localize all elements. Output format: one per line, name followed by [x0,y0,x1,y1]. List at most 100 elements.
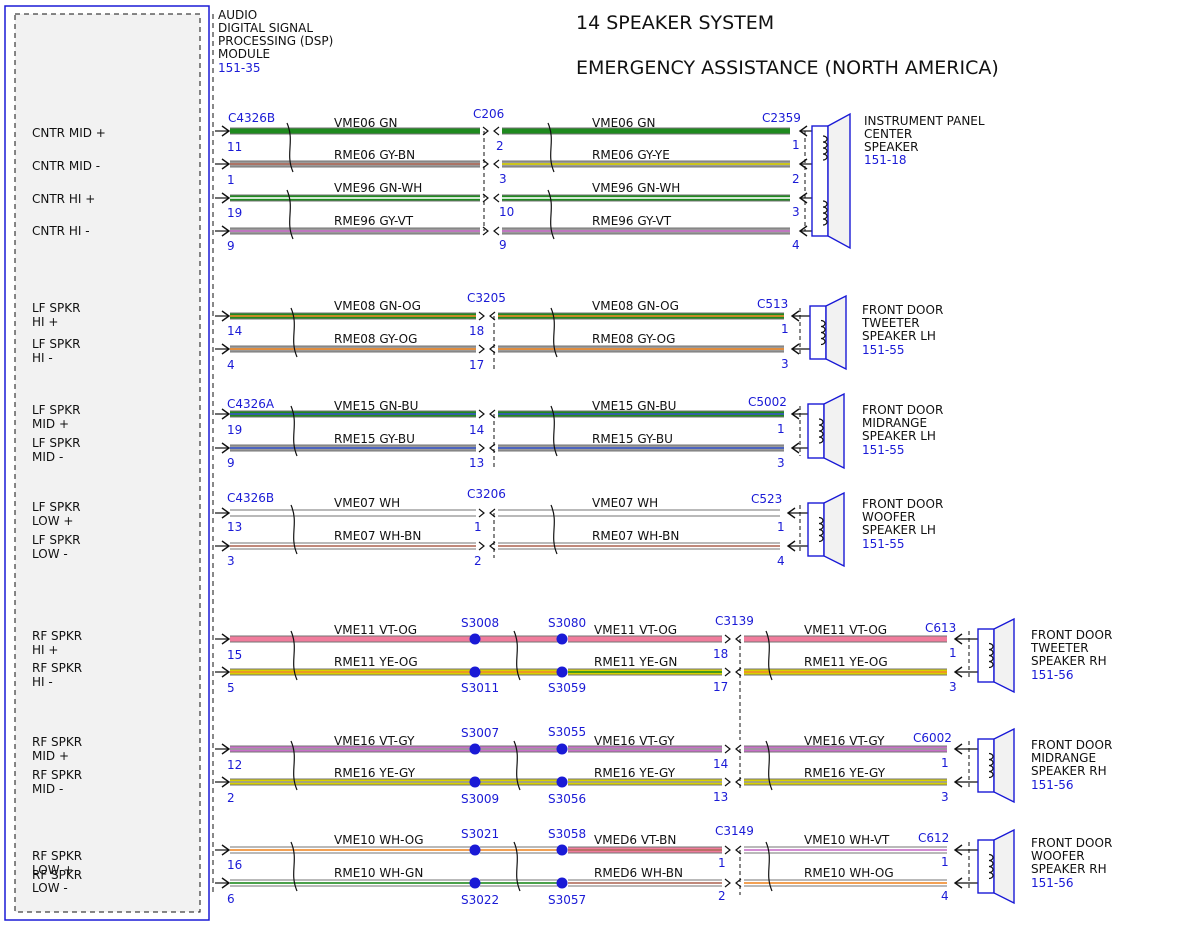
inline-connector-male [478,344,485,354]
wire-stripe [498,348,784,350]
speaker-label: SPEAKER RH [1031,764,1107,778]
pin-label-lf-low-neg-2: LOW - [32,547,68,561]
wire-stripe [230,163,480,165]
speaker-label: SPEAKER LH [862,523,936,537]
wire-stripe [480,882,558,884]
pin-number: 14 [227,324,242,338]
pin-label-rf-low-neg-line1: RF SPKR [32,868,82,882]
inline-connector-male [482,226,489,236]
wire-stripe [498,315,784,317]
wire-label: VME16 VT-GY [594,734,675,748]
twisted-pair-symbol [286,122,294,173]
pin-number: 2 [718,889,726,903]
pin-arrow [221,125,231,137]
wire-stripe [568,748,722,750]
wire-stripe [230,781,474,783]
connector-label-c2359: C2359 [762,111,801,125]
pin-number: 4 [792,238,800,252]
pin-arrow [221,666,231,678]
wire-stripe [502,197,790,199]
splice-dot [469,633,481,645]
splice-dot [469,877,481,889]
wire-label: VME15 GN-BU [592,399,676,413]
connector-label-c5002: C5002 [748,395,787,409]
twisted-pair-symbol [513,841,521,892]
pin-label-rf-hi-pos-1: RF SPKR [32,629,82,643]
pin-label-rf-hi-neg-1: RF SPKR [32,661,82,675]
twisted-pair-symbol [547,189,555,240]
pin-number: 4 [941,889,949,903]
speaker-ref: 151-56 [1031,876,1074,890]
wire-stripe [230,671,474,673]
wire-stripe [230,882,474,884]
splice-dot [556,743,568,755]
speaker-cone [823,491,845,568]
wire-label: RME08 GY-OG [334,332,417,346]
wire-label: RME07 WH-BN [334,529,421,543]
wire-stripe [498,413,784,415]
inline-connector-female [735,777,742,787]
pin-number: 1 [941,756,949,770]
wire-label: VME06 GN [334,116,398,130]
splice-label-s3058: S3058 [548,827,586,841]
wire-label: RME08 GY-OG [592,332,675,346]
pin-number: 1 [781,322,789,336]
wire-stripe [480,748,558,750]
inline-connector-female [735,634,742,644]
connector-label-c3206: C3206 [467,487,506,501]
pin-arrow [221,442,231,454]
splice-dot [556,844,568,856]
connector-label-c613: C613 [925,621,956,635]
inline-connector-female [735,845,742,855]
pin-number: 3 [792,205,800,219]
wire-label: RME06 GY-YE [592,148,670,162]
twisted-pair-symbol [290,405,298,457]
inline-connector-female [493,193,500,203]
twisted-pair-symbol [513,630,521,681]
pin-number: 5 [227,681,235,695]
wire-label: RME11 YE-OG [804,655,888,669]
wire-label: RMED6 WH-BN [594,866,683,880]
twisted-pair-symbol [550,307,558,358]
pin-label-rf-low-pos-1: RF SPKR [32,849,82,863]
speaker-coil [988,642,994,669]
speaker-ref: 151-55 [862,343,905,357]
pin-number: 18 [469,324,484,338]
inline-connector-female [489,443,496,453]
wire-label: VME07 WH [334,496,400,510]
twisted-pair-symbol [290,841,298,892]
wire-label: VME10 WH-VT [804,833,890,847]
speaker-label: CENTER [864,127,912,141]
inline-connector-male [478,541,485,551]
speaker-ref: 151-55 [862,443,905,457]
inline-connector-female [489,311,496,321]
pin-number: 16 [227,858,242,872]
twisted-pair-symbol [765,740,773,791]
pin-number: 3 [227,554,235,568]
inline-connector-male [478,311,485,321]
speaker-label: FRONT DOOR [1031,628,1112,642]
wire-segment [498,510,780,516]
module-name-line2: DIGITAL SIGNAL [218,21,313,35]
splice-label-s3008: S3008 [461,616,499,630]
wire-stripe [230,230,480,232]
dsp-module-outline [4,5,210,921]
splice-label-s3059: S3059 [548,681,586,695]
inline-connector-male [478,409,485,419]
speaker-label: FRONT DOOR [862,303,943,317]
wire-stripe [744,748,947,750]
pin-number: 17 [713,680,728,694]
wire-label: VME96 GN-WH [592,181,680,195]
pin-label-rf-mid-neg-1: RF SPKR [32,768,82,782]
wire-label: RME06 GY-BN [334,148,415,162]
speaker-coil [818,418,824,444]
connector-label-c3139-rf-hi: C3139 [715,614,754,628]
inline-connector-female [489,541,496,551]
speaker-cone [993,617,1015,694]
pin-arrow [221,776,231,788]
pin-number: 1 [949,646,957,660]
wire-label: RME15 GY-BU [334,432,415,446]
splice-dot [556,633,568,645]
wire-segment [230,128,480,134]
speaker-label: SPEAKER LH [862,329,936,343]
